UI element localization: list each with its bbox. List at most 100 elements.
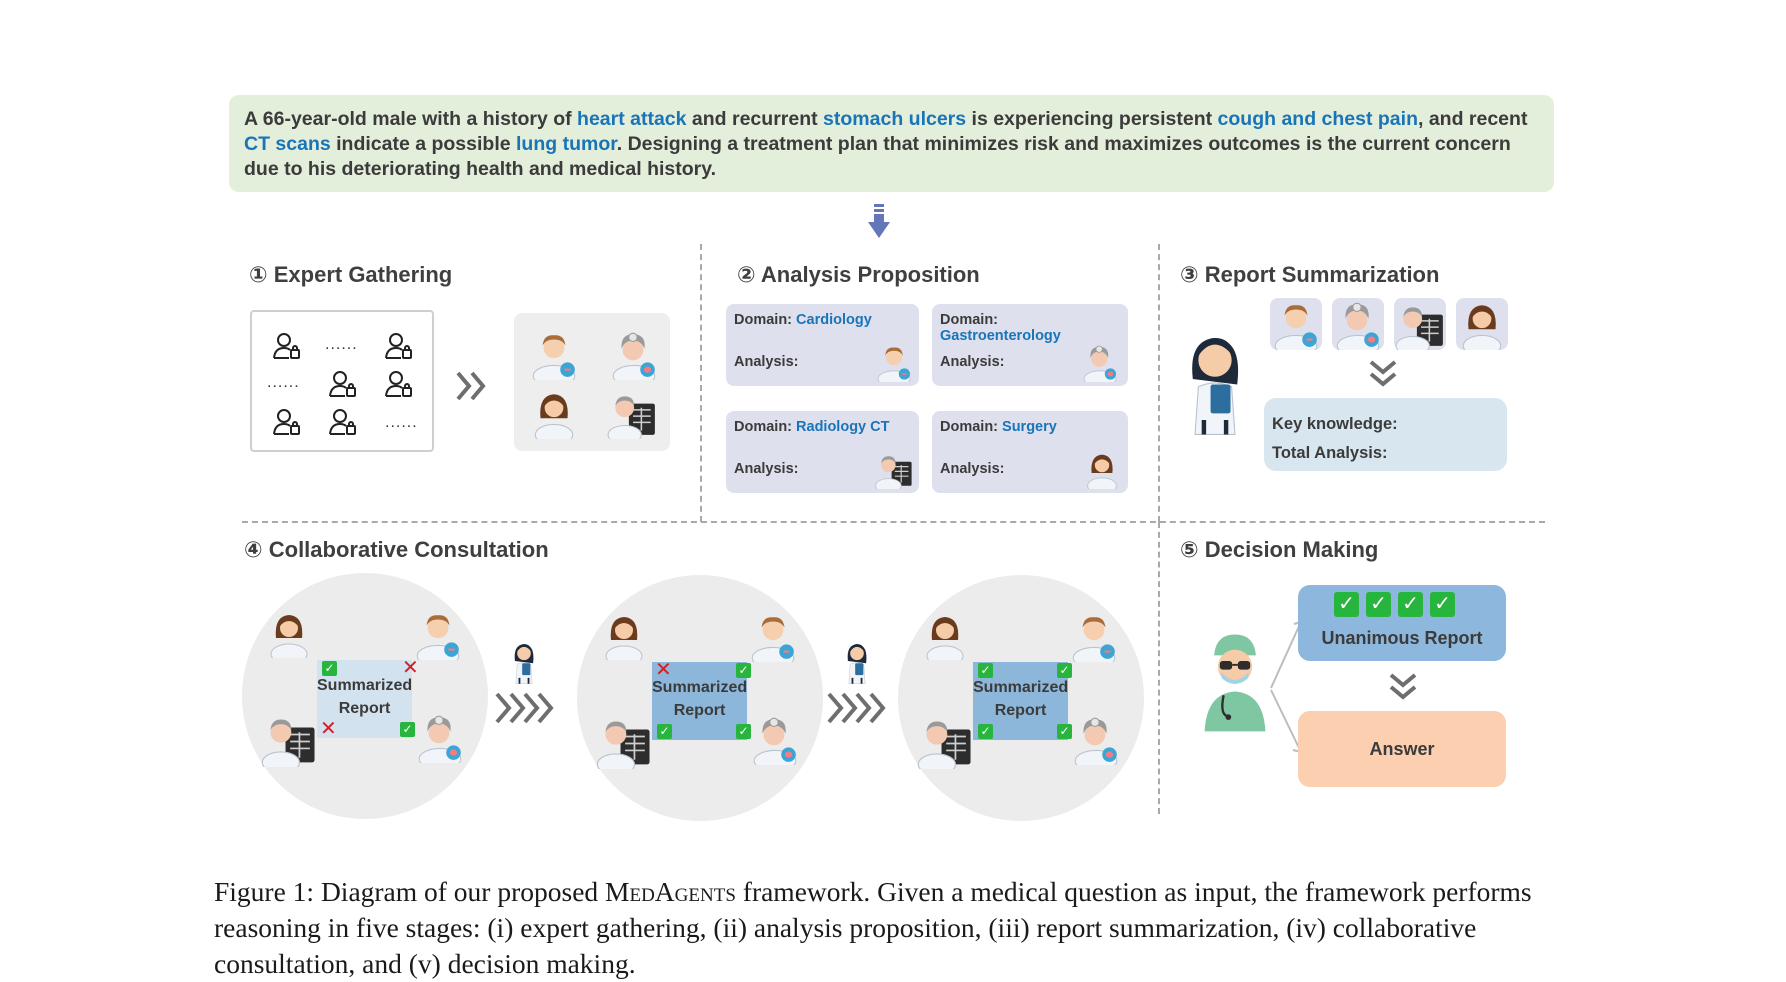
expert-tile-cardiology	[1270, 298, 1322, 350]
heading-decision-making: ⑤ Decision Making	[1180, 537, 1379, 562]
question-segment: and recurrent	[686, 108, 824, 130]
analysis-label: Analysis:	[940, 354, 1005, 370]
chevron-right-icon	[495, 692, 554, 724]
total-analysis-label: Total Analysis:	[1272, 444, 1388, 462]
cross-icon: ✕	[402, 657, 419, 679]
surgeon-doctor-icon	[528, 387, 580, 439]
cardiologist-icon	[1068, 610, 1120, 662]
cross-icon: ✕	[655, 659, 672, 681]
answer-box: Answer	[1298, 711, 1506, 787]
question-highlight: CT scans	[244, 133, 331, 155]
report-line-2: Report	[338, 700, 391, 717]
radiologist-icon	[916, 711, 974, 769]
question-box: A 66-year-old male with a history of hea…	[229, 95, 1554, 192]
down-arrow-icon	[868, 204, 890, 238]
chevron-down-icon	[1389, 673, 1417, 700]
check-icon: ✓	[1057, 724, 1072, 739]
check-icon: ✓	[657, 724, 672, 739]
unanimous-report-label: Unanimous Report	[1321, 628, 1483, 648]
expert-tile-radiology	[1394, 298, 1446, 350]
analysis-card-surgery: Domain: Surgery Analysis:	[932, 411, 1128, 493]
heading-collaborative-consultation: ④ Collaborative Consultation	[244, 537, 549, 562]
question-highlight: stomach ulcers	[823, 108, 967, 130]
radiologist-icon	[874, 449, 914, 489]
surgeon-doctor-icon	[1082, 449, 1122, 489]
check-icon: ✓	[322, 661, 337, 676]
surgeon-doctor-icon	[599, 610, 649, 660]
check-icon: ✓	[1366, 592, 1391, 617]
report-line-2: Report	[994, 702, 1047, 719]
question-highlight: lung tumor	[516, 133, 617, 155]
nurse-icon	[507, 636, 541, 686]
figure-caption: Figure 1: Diagram of our proposed MedAge…	[214, 874, 1584, 982]
question-text: A 66-year-old male with a history of hea…	[244, 108, 1527, 180]
person-icon	[272, 331, 302, 361]
domain-label: Domain:	[940, 419, 998, 435]
key-knowledge-label: Key knowledge:	[1272, 415, 1398, 433]
surgeon-doctor-icon	[920, 610, 970, 660]
separator-2-3	[1158, 244, 1160, 522]
analysis-label: Analysis:	[734, 461, 799, 477]
gastroenterologist-icon	[1332, 298, 1384, 350]
check-icon: ✓	[1334, 592, 1359, 617]
check-icon: ✓	[736, 663, 751, 678]
check-icon: ✓	[1057, 663, 1072, 678]
question-segment: A 66-year-old male with a history of	[244, 108, 578, 130]
gastroenterologist-icon	[414, 711, 466, 763]
pool-dots: ......	[325, 336, 358, 353]
gastroenterologist-icon	[1080, 342, 1120, 382]
check-icon: ✓	[978, 724, 993, 739]
nurse-icon	[1178, 318, 1252, 440]
domain-label: Domain:	[734, 312, 792, 328]
analysis-label: Analysis:	[734, 354, 799, 370]
consultation-round-3: Summarized Report ✓ ✓ ✓ ✓	[898, 575, 1144, 821]
domain-value: Radiology CT	[796, 419, 890, 435]
consultation-round-1: Summarized Report ✓ ✕ ✕ ✓	[242, 573, 488, 819]
person-icon	[328, 407, 358, 437]
pool-dots: ......	[267, 374, 300, 391]
report-line-2: Report	[673, 702, 726, 719]
expert-tile-gastroenterology	[1332, 298, 1384, 350]
question-segment: , and recent	[1417, 108, 1528, 130]
surgeon-doctor-icon	[1456, 298, 1508, 350]
unanimous-report-box: ✓ ✓ ✓ ✓ Unanimous Report	[1298, 585, 1506, 661]
selected-experts	[514, 313, 670, 451]
check-icon: ✓	[1398, 592, 1423, 617]
radiologist-icon	[595, 711, 653, 769]
cardiologist-icon	[747, 610, 799, 662]
domain-value: Gastroenterology	[940, 328, 1061, 344]
separator-horizontal	[242, 521, 1545, 523]
radiologist-icon	[606, 387, 658, 439]
summarized-report: Summarized Report	[652, 662, 747, 740]
domain-label: Domain:	[940, 312, 998, 328]
analysis-card-cardiology: Domain: Cardiology Analysis:	[726, 304, 919, 386]
cardiologist-icon	[412, 608, 464, 660]
person-icon	[272, 407, 302, 437]
domain-value: Cardiology	[796, 312, 872, 328]
check-icon: ✓	[736, 724, 751, 739]
separator-1-2	[700, 244, 702, 522]
radiologist-icon	[260, 709, 318, 767]
surgeon-doctor-icon	[264, 608, 314, 658]
question-highlight: heart attack	[577, 108, 687, 130]
person-icon	[384, 331, 414, 361]
report-line-1: Summarized	[317, 677, 413, 694]
check-icon: ✓	[1430, 592, 1455, 617]
analysis-card-gastroenterology: Domain: Gastroenterology Analysis:	[932, 304, 1128, 386]
gastroenterologist-icon	[608, 328, 660, 380]
cardiologist-icon	[874, 342, 914, 382]
framework-name: MedAgents	[605, 876, 736, 907]
question-segment: is experiencing persistent	[966, 108, 1218, 130]
report-line-1: Summarized	[973, 679, 1069, 696]
caption-prefix: Figure 1: Diagram of our proposed	[214, 876, 606, 907]
caption-rest: framework. Given a medical question as i…	[214, 876, 1532, 979]
chevron-right-icon	[827, 692, 886, 724]
check-icon: ✓	[400, 722, 415, 737]
chevron-down-icon	[1369, 360, 1397, 387]
check-icon: ✓	[978, 663, 993, 678]
cross-icon: ✕	[320, 718, 337, 740]
consultation-round-2: Summarized Report ✕ ✓ ✓ ✓	[577, 575, 823, 821]
radiologist-icon	[1394, 298, 1446, 350]
domain-value: Surgery	[1002, 419, 1057, 435]
report-line-1: Summarized	[652, 679, 748, 696]
